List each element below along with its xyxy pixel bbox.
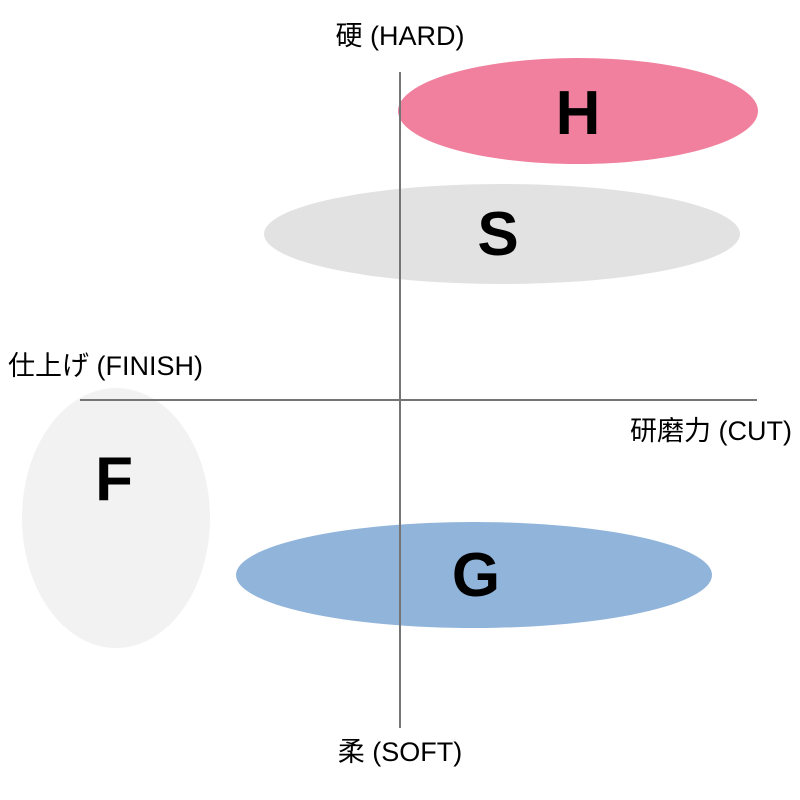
blob-f[interactable] — [22, 388, 210, 648]
axis-label-soft: 柔 (SOFT) — [337, 737, 463, 767]
blob-s[interactable] — [264, 184, 740, 284]
axis-label-cut: 研磨力 (CUT) — [630, 416, 792, 446]
blob-label-s: S — [477, 200, 519, 269]
axis-label-finish: 仕上げ (FINISH) — [8, 351, 203, 381]
blob-label-h: H — [555, 79, 601, 148]
blob-label-f: F — [95, 445, 133, 514]
blob-label-g: G — [451, 541, 501, 610]
blob-h[interactable] — [398, 58, 758, 164]
axis-label-hard: 硬 (HARD) — [335, 21, 465, 51]
blob-g[interactable] — [236, 522, 712, 628]
